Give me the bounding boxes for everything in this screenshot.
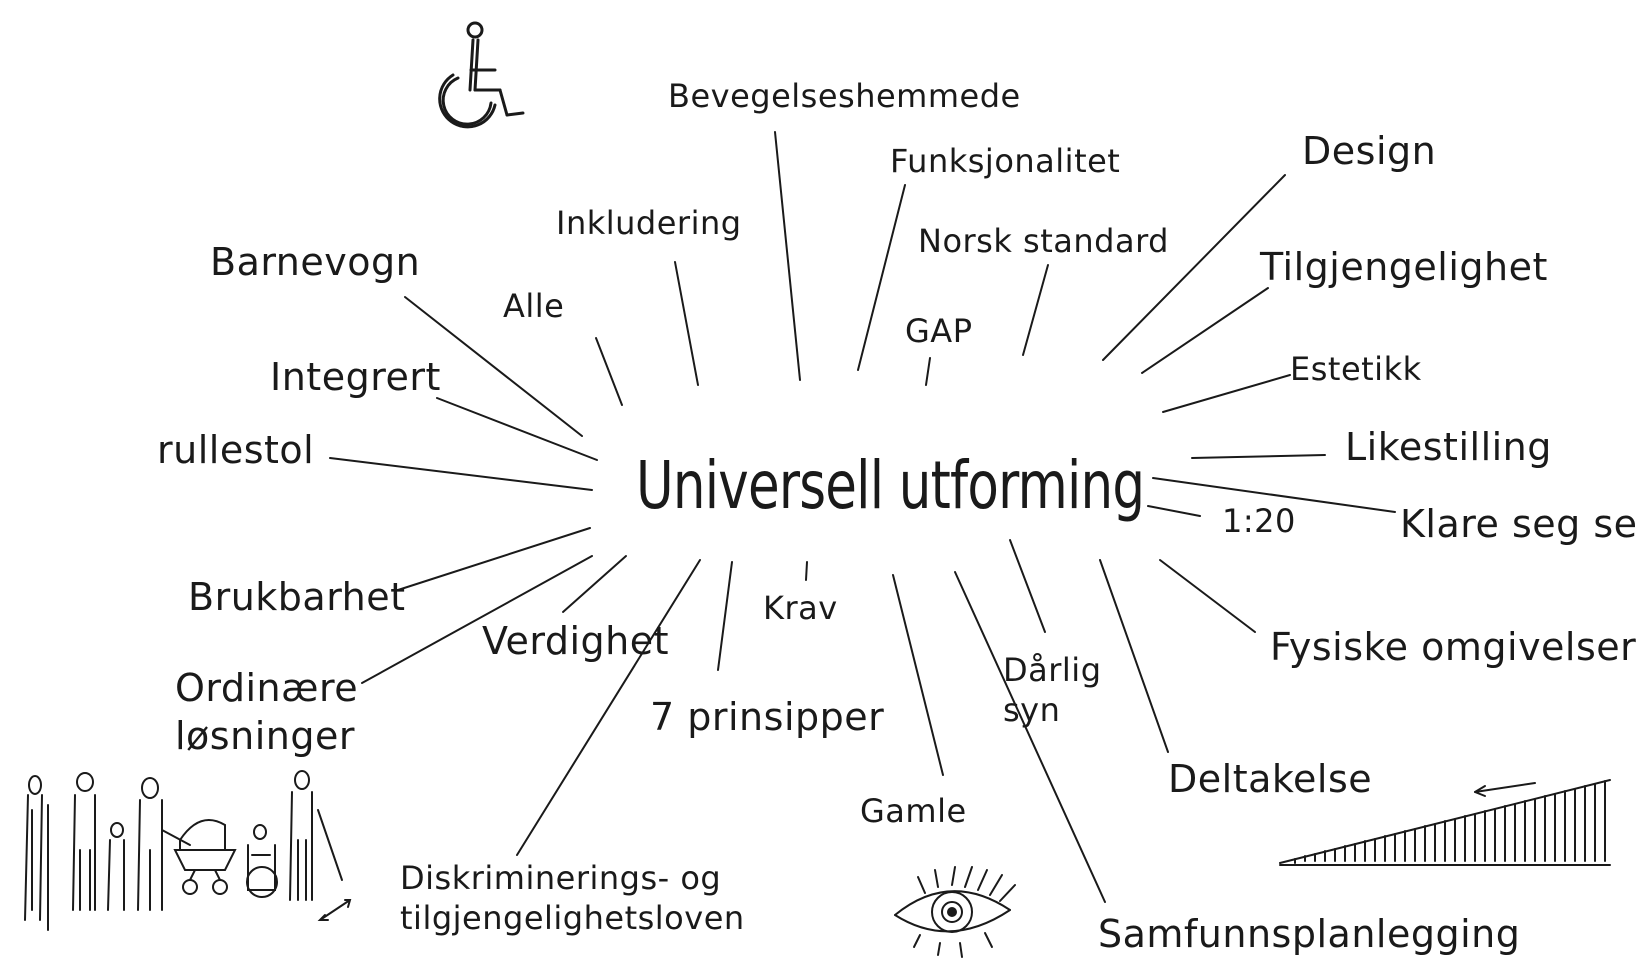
wheelchair-icon xyxy=(438,21,525,129)
label-barnevogn: Barnevogn xyxy=(210,240,421,284)
line-inkludering xyxy=(674,261,699,386)
line-norsk-standard xyxy=(1022,264,1049,356)
label-brukbarhet: Brukbarhet xyxy=(188,575,406,619)
label-deltakelse: Deltakelse xyxy=(1168,757,1373,801)
line-ratio xyxy=(1147,505,1201,517)
line-integrert xyxy=(436,397,598,461)
label-funksjonalitet: Funksjonalitet xyxy=(890,142,1121,180)
line-samfunnsplanlegging xyxy=(954,571,1106,903)
label-klare-seg-selv: Klare seg selv xyxy=(1400,502,1641,546)
line-alle xyxy=(595,337,623,406)
label-ordinare-losninger: Ordinære løsninger xyxy=(175,666,359,758)
label-gap: GAP xyxy=(905,312,973,350)
label-likestilling: Likestilling xyxy=(1345,425,1552,469)
people-group-icon xyxy=(24,770,352,931)
line-barnevogn xyxy=(404,296,583,437)
line-rullestol xyxy=(329,457,593,491)
label-ratio: 1:20 xyxy=(1222,502,1296,540)
line-estetikk xyxy=(1162,374,1291,413)
line-funksjonalitet xyxy=(857,184,906,371)
line-tilgjengelighet xyxy=(1141,287,1269,374)
line-design xyxy=(1102,174,1286,361)
line-7-prinsipper xyxy=(717,561,733,671)
label-verdighet: Verdighet xyxy=(482,619,670,663)
line-gap xyxy=(925,357,931,386)
label-rullestol: rullestol xyxy=(157,428,315,472)
line-klare-seg-selv xyxy=(1152,477,1396,513)
line-verdighet xyxy=(562,555,627,613)
label-bevegelseshemmede: Bevegelseshemmede xyxy=(668,77,1021,115)
label-alle: Alle xyxy=(503,287,565,325)
label-gamle: Gamle xyxy=(860,792,967,830)
line-ordinare xyxy=(361,555,593,684)
center-topic: Universell utforming xyxy=(636,447,1145,524)
label-design: Design xyxy=(1302,129,1437,173)
line-bevegelseshemmede xyxy=(774,131,801,381)
line-brukbarhet xyxy=(397,527,591,591)
label-norsk-standard: Norsk standard xyxy=(918,222,1169,260)
label-fysiske-omgivelser: Fysiske omgivelser xyxy=(1270,625,1637,669)
label-krav: Krav xyxy=(763,589,838,627)
line-darlig-syn xyxy=(1009,539,1046,633)
line-gamle xyxy=(892,574,944,776)
ramp-icon xyxy=(1279,779,1611,866)
label-diskriminering: Diskriminerings- og tilgjengelighetslove… xyxy=(400,859,745,937)
line-fysiske-omgivelser xyxy=(1159,559,1256,633)
label-estetikk: Estetikk xyxy=(1290,350,1422,388)
label-darlig-syn: Dårlig syn xyxy=(1003,651,1102,729)
label-integrert: Integrert xyxy=(270,355,441,399)
label-samfunnsplanlegging: Samfunnsplanlegging xyxy=(1098,912,1521,956)
line-krav xyxy=(805,561,808,581)
label-inkludering: Inkludering xyxy=(556,204,742,242)
line-diskriminering xyxy=(516,559,701,856)
eye-icon xyxy=(894,866,1016,958)
line-deltakelse xyxy=(1099,559,1169,753)
label-tilgjengelighet: Tilgjengelighet xyxy=(1260,245,1548,289)
line-likestilling xyxy=(1191,454,1326,459)
label-7-prinsipper: 7 prinsipper xyxy=(650,695,885,739)
